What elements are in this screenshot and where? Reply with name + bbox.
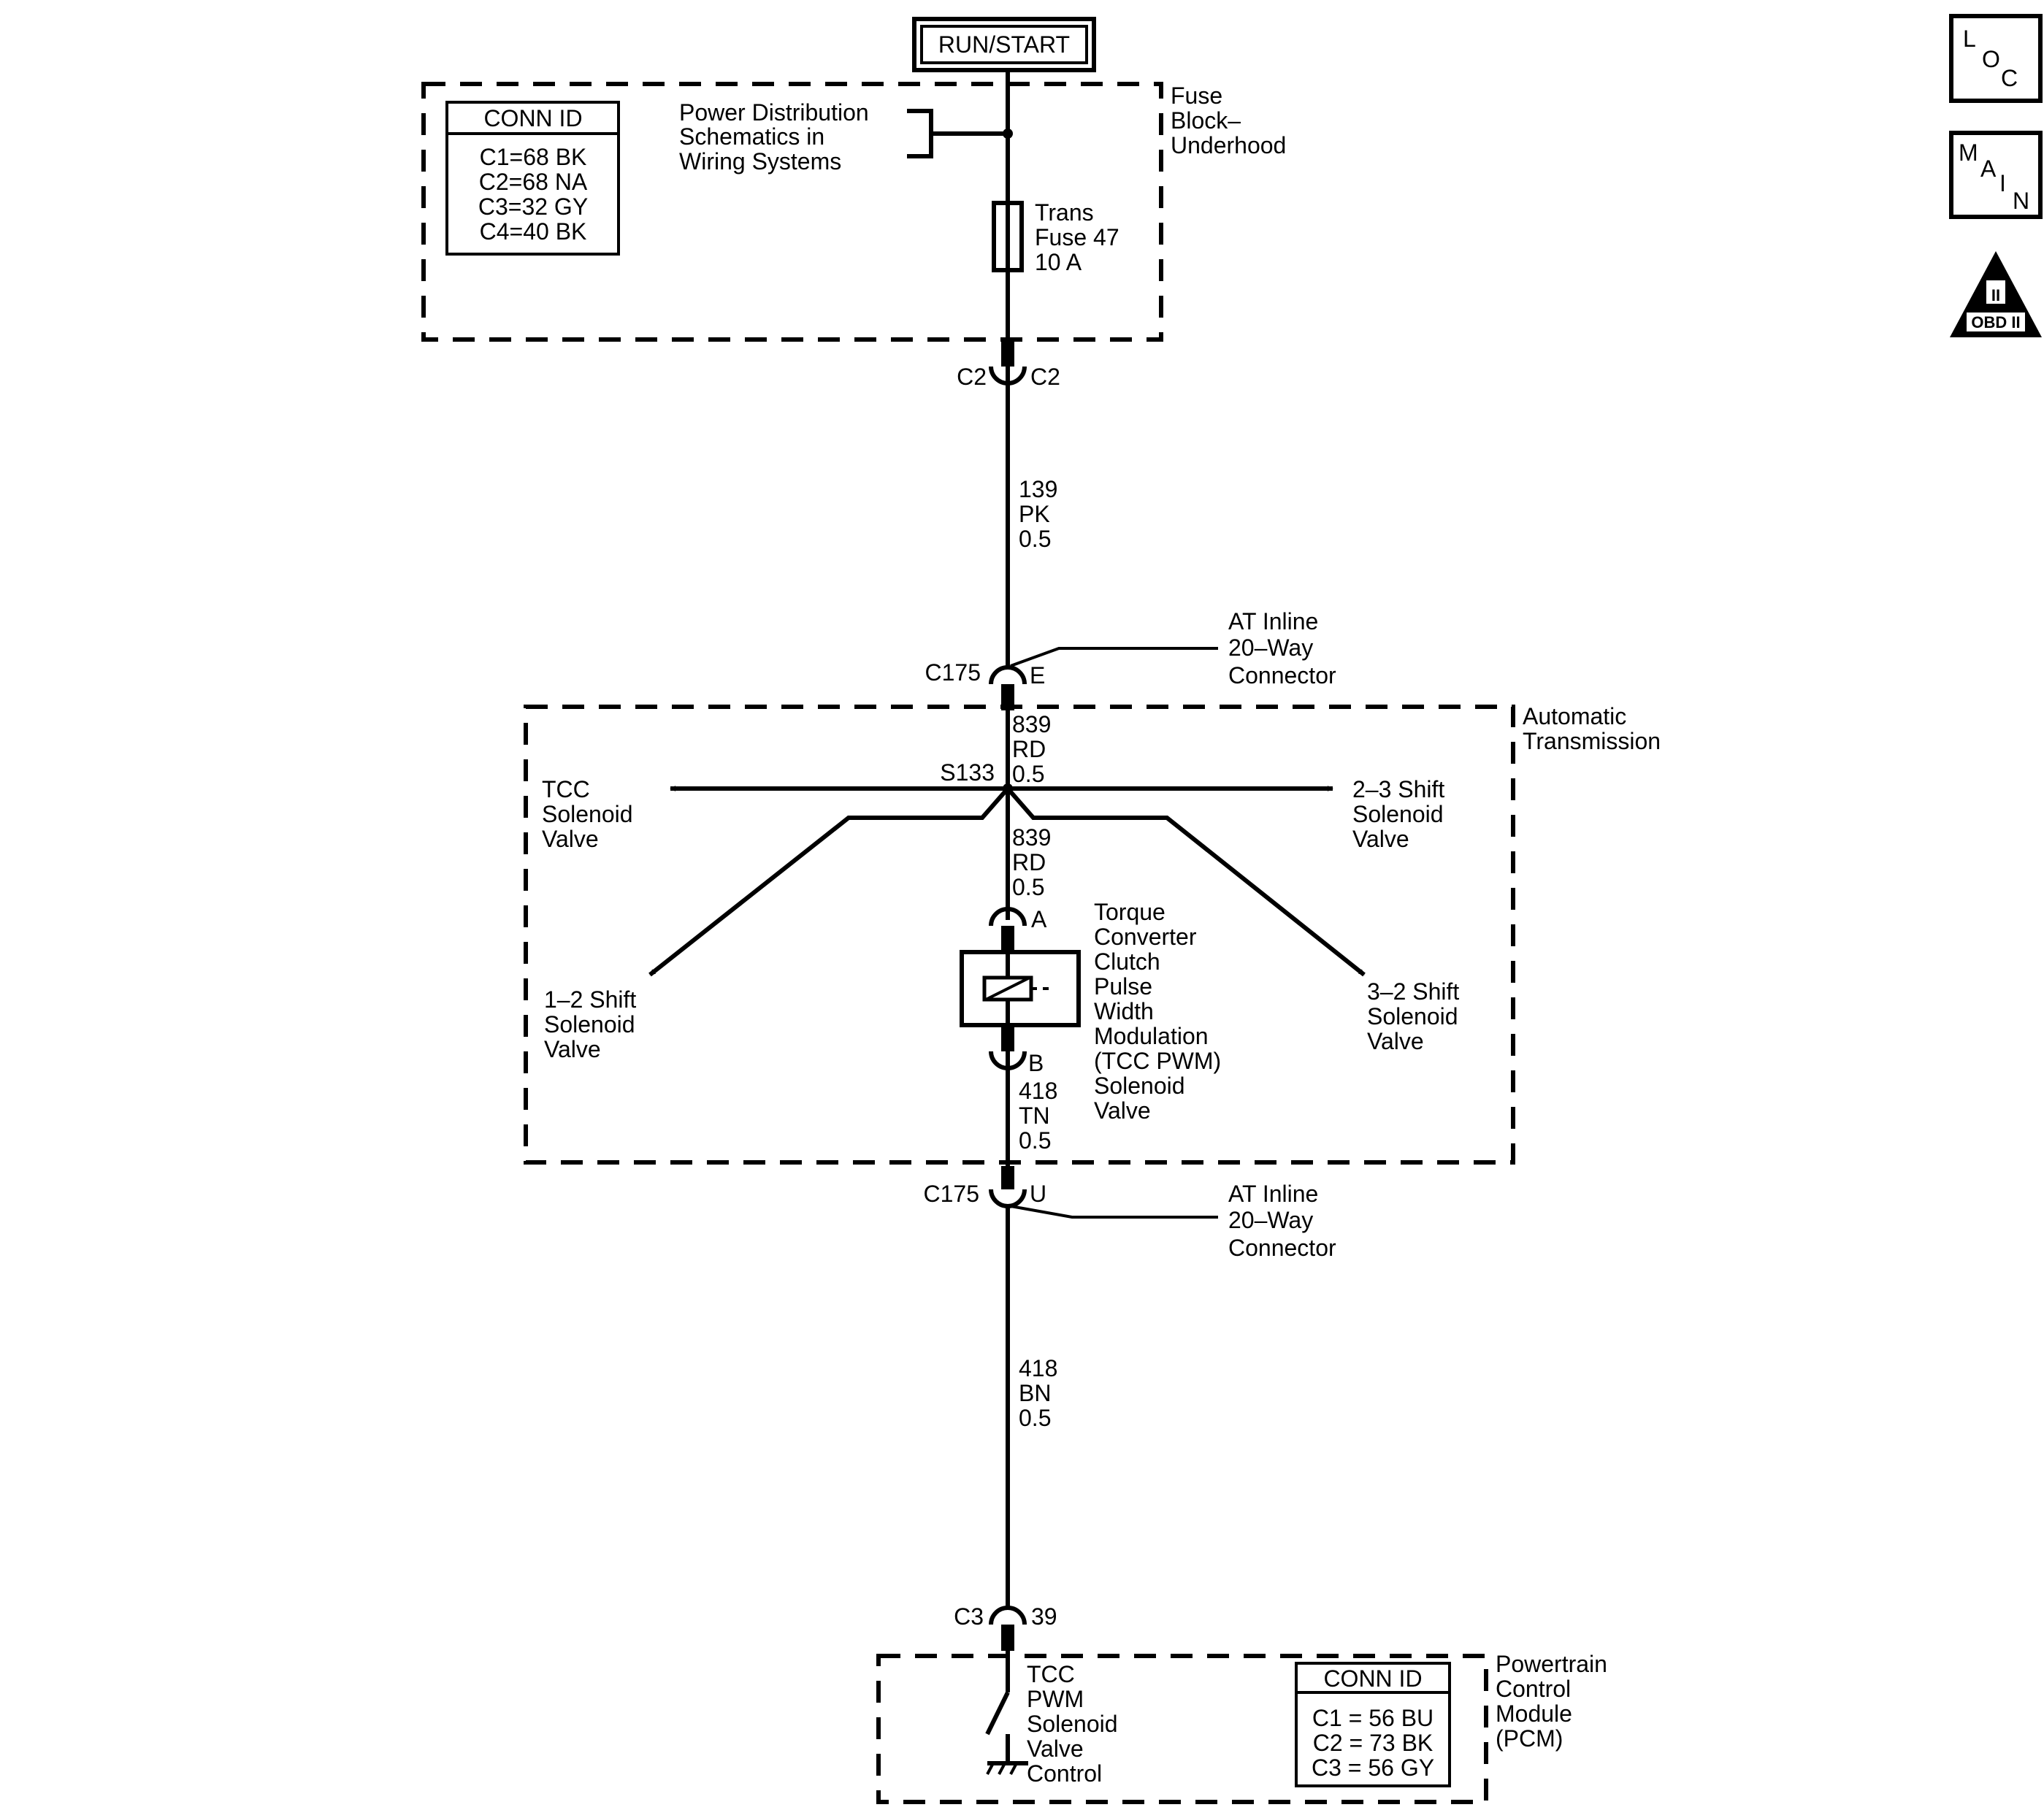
c175-bottom-stub xyxy=(1001,1166,1014,1189)
pcm-conn-id-header: CONN ID xyxy=(1323,1665,1422,1692)
c3-connector-arc xyxy=(989,1606,1027,1625)
pin-b-label: B xyxy=(1028,1050,1044,1076)
branch-shift-32 xyxy=(1006,787,1366,977)
pin-a-stub xyxy=(1001,926,1014,952)
fuse-block-label: Fuse Block– Underhood xyxy=(1171,83,1286,158)
run-start-source: RUN/START xyxy=(912,17,1096,72)
pcm-conn-id-row: C2 = 73 BK xyxy=(1313,1730,1434,1756)
tcc-pwm-solenoid xyxy=(960,950,1081,1027)
power-reference-bracket xyxy=(907,109,1008,158)
pcm-conn-id-row: C3 = 56 GY xyxy=(1312,1755,1434,1781)
run-start-label: RUN/START xyxy=(938,31,1070,58)
c175-top-pin: E xyxy=(1030,662,1045,689)
wire-839-top-label: 839 RD 0.5 xyxy=(1012,711,1057,787)
pcm-control-label: TCC PWM Solenoid Valve Control xyxy=(1027,1661,1124,1787)
pin-a-label: A xyxy=(1031,906,1047,932)
c3-connector-stub xyxy=(1001,1625,1014,1651)
shift-23-label: 2–3 Shift Solenoid Valve xyxy=(1352,776,1451,852)
pcm-conn-id-row: C1 = 56 BU xyxy=(1312,1705,1434,1731)
obd-ii-label: OBD II xyxy=(1971,313,2020,331)
c3-pin-label: 39 xyxy=(1031,1603,1057,1630)
loc-icon-l: L xyxy=(1963,26,1976,52)
splice-s133-label: S133 xyxy=(940,759,995,786)
c175-bottom-arc xyxy=(989,1189,1027,1208)
conn-id-row: C3=32 GY xyxy=(478,193,588,220)
fuse-block-boundary xyxy=(421,82,1163,342)
pcm-low-side-driver xyxy=(985,1651,1028,1775)
wire-839-bottom-label: 839 RD 0.5 xyxy=(1012,824,1057,900)
c175-top-arc xyxy=(989,665,1027,685)
main-icon-m: M xyxy=(1959,139,1978,166)
transmission-boundary xyxy=(524,705,1515,1165)
ground-icon xyxy=(986,1761,1028,1775)
c175-top-id: C175 xyxy=(925,659,981,686)
tcc-pwm-solenoid-label: Torque Converter Clutch Pulse Width Modu… xyxy=(1094,899,1228,1124)
branch-shift-12 xyxy=(648,787,1010,977)
pcm-boundary xyxy=(876,1654,1488,1804)
conn-id-header: CONN ID xyxy=(483,105,582,131)
pcm-conn-id-table: CONN ID C1 = 56 BU C2 = 73 BK C3 = 56 GY xyxy=(1295,1662,1451,1787)
obd-ii-numeral: II xyxy=(1991,286,2000,304)
wire-418-bn-label: 418 BN 0.5 xyxy=(1019,1355,1064,1431)
c175-top-stub xyxy=(1001,684,1014,710)
power-distribution-reference: Power Distribution Schematics in Wiring … xyxy=(679,99,876,175)
main-button[interactable]: M A I N xyxy=(1949,131,2043,219)
conn-id-row: C1=68 BK xyxy=(480,144,587,170)
shift-12-label: 1–2 Shift Solenoid Valve xyxy=(544,986,643,1062)
c2-connector-stub xyxy=(1001,342,1014,367)
c175-bottom-id: C175 xyxy=(924,1181,980,1207)
loc-button[interactable]: L O C xyxy=(1949,14,2043,103)
main-icon-i: I xyxy=(1999,170,2006,196)
loc-icon-c: C xyxy=(2001,65,2018,91)
transmission-label: Automatic Transmission xyxy=(1523,703,1661,754)
c175-bottom-pin: U xyxy=(1030,1181,1046,1207)
wire-139-label: 139 PK 0.5 xyxy=(1019,476,1064,552)
main-icon-a: A xyxy=(1980,156,1997,182)
c175-bottom-description: AT Inline 20–Way Connector xyxy=(1228,1181,1336,1261)
tcc-solenoid-label: TCC Solenoid Valve xyxy=(542,776,639,852)
c175-top-leader xyxy=(1010,647,1218,667)
c2-left-label: C2 xyxy=(957,364,987,390)
c175-bottom-leader xyxy=(1010,1205,1218,1219)
c175-top-description: AT Inline 20–Way Connector xyxy=(1228,608,1336,689)
fuse-block-conn-id-table: CONN ID C1=68 BK C2=68 NA C3=32 GY C4=40… xyxy=(445,101,620,256)
pin-a-arc xyxy=(989,907,1027,927)
shift-32-label: 3–2 Shift Solenoid Valve xyxy=(1367,978,1466,1054)
loc-icon-o: O xyxy=(1982,46,2000,72)
conn-id-row: C2=68 NA xyxy=(479,169,588,195)
obd-ii-button[interactable]: II OBD II xyxy=(1950,251,2042,337)
conn-id-row: C4=40 BK xyxy=(480,218,587,245)
c2-right-label: C2 xyxy=(1030,364,1060,390)
wire-418-tn-label: 418 TN 0.5 xyxy=(1019,1078,1064,1154)
c3-connector-label: C3 xyxy=(954,1603,984,1630)
main-icon-n: N xyxy=(2013,188,2029,214)
pcm-label: Powertrain Control Module (PCM) xyxy=(1496,1651,1614,1752)
fuse-label: Trans Fuse 47 10 A xyxy=(1035,199,1126,275)
pin-b-stub xyxy=(1001,1025,1014,1051)
